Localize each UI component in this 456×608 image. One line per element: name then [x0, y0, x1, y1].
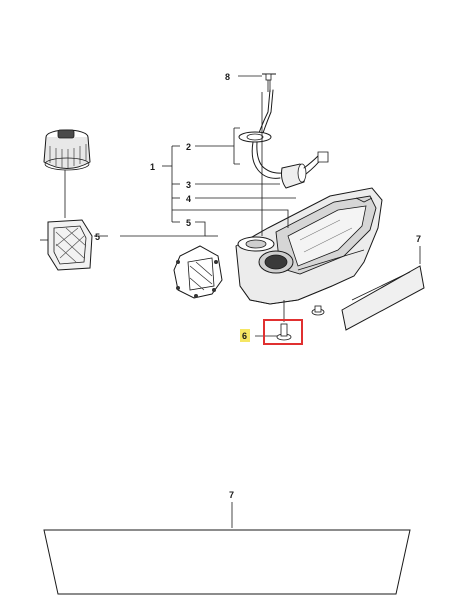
- bolt-part[interactable]: [311, 305, 325, 316]
- fuel-hose-part[interactable]: [238, 89, 329, 189]
- callout-3[interactable]: 3: [186, 180, 191, 190]
- callout-2[interactable]: 2: [186, 142, 191, 152]
- callout-7-lower[interactable]: 7: [229, 490, 234, 500]
- callout-1[interactable]: 1: [150, 162, 155, 172]
- callout-8[interactable]: 8: [225, 72, 230, 82]
- decal-strip-part[interactable]: [341, 265, 425, 331]
- decal-enlarged-part[interactable]: [43, 529, 411, 595]
- fuel-filter-plate-part[interactable]: [40, 219, 93, 271]
- callout-4[interactable]: 4: [186, 194, 191, 204]
- leader-lines: [94, 75, 421, 528]
- plug-part[interactable]: [263, 319, 303, 345]
- highlight-box: [263, 319, 303, 345]
- callout-5-upper[interactable]: 5: [186, 218, 191, 228]
- fuel-tank-part[interactable]: [235, 187, 383, 305]
- gasket-part[interactable]: [173, 245, 223, 299]
- fuel-cap-part[interactable]: [43, 129, 91, 218]
- callout-5-lower[interactable]: 5: [95, 232, 100, 242]
- callout-7-upper[interactable]: 7: [416, 234, 421, 244]
- screw-part[interactable]: [262, 73, 276, 92]
- highlight-label-bg: [240, 329, 250, 342]
- callout-6[interactable]: 6: [242, 331, 247, 341]
